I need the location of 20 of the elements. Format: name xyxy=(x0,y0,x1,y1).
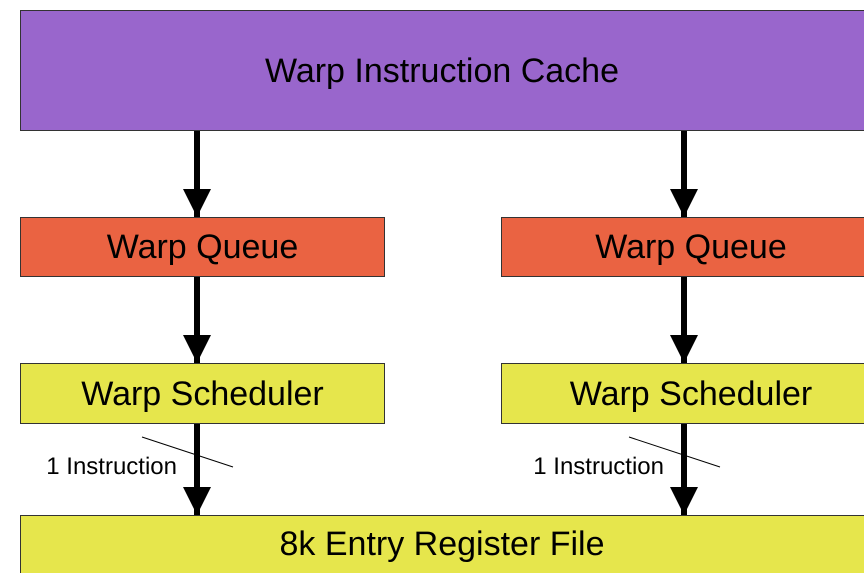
queue-box xyxy=(501,217,864,277)
edge-label: 1 Instruction xyxy=(46,455,177,479)
box-title: Warp Scheduler xyxy=(570,376,812,410)
arrow xyxy=(183,131,211,217)
arrow xyxy=(670,424,698,515)
arrow xyxy=(183,277,211,363)
arrow xyxy=(183,424,211,515)
box-title: Warp Scheduler xyxy=(81,376,324,410)
box-title: Warp Queue xyxy=(595,230,787,264)
cache-box xyxy=(20,10,864,131)
box-title: 8k Entry Register File xyxy=(280,527,604,565)
arrow xyxy=(670,277,698,363)
register-file-box xyxy=(20,515,864,573)
scheduler-box xyxy=(20,363,385,424)
box-title: Warp Queue xyxy=(106,230,298,264)
arrow xyxy=(670,131,698,217)
edge-label: 1 Instruction xyxy=(533,455,664,479)
scheduler-box xyxy=(501,363,864,424)
queue-box xyxy=(20,217,385,277)
box-title: Warp Instruction Cache xyxy=(265,54,619,88)
